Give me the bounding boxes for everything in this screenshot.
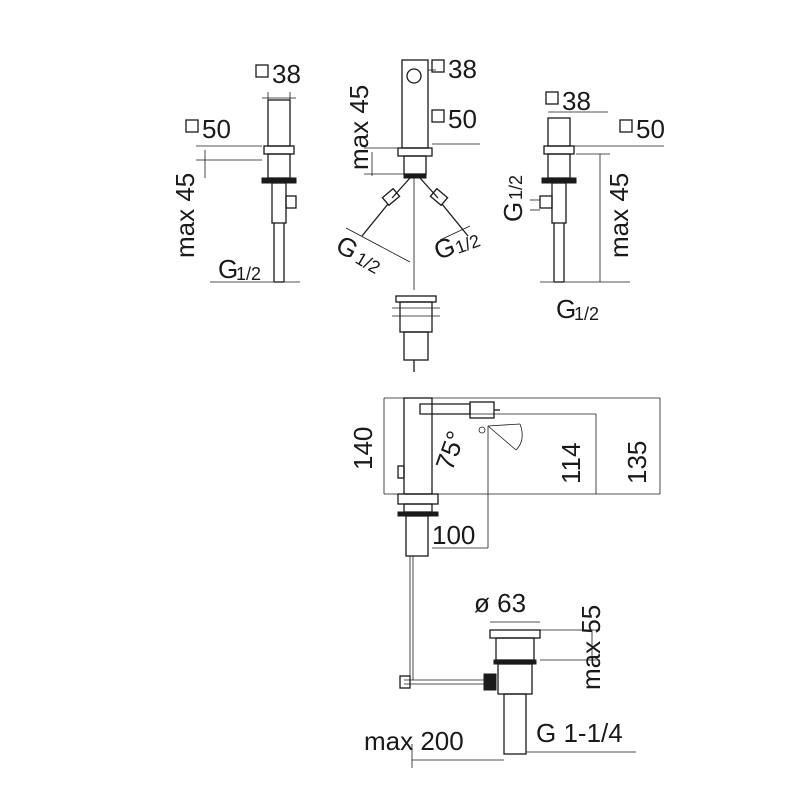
- dim-114: 114: [556, 443, 586, 484]
- dim-v3-g-side-half: 1/2: [506, 175, 526, 200]
- dim-75-angle: 75°: [429, 427, 471, 474]
- dim-v1-sq50: 50: [202, 114, 231, 144]
- dim-d63: ø 63: [474, 588, 526, 618]
- dim-g114: G 1-1/4: [536, 718, 623, 748]
- dim-135: 135: [622, 441, 652, 484]
- dim-140: 140: [348, 427, 378, 470]
- view-side-elevation: 140 114 135 75° 100: [348, 397, 661, 680]
- dim-v3-sq38: 38: [562, 86, 591, 116]
- dim-max55: max 55: [576, 605, 606, 690]
- dim-v2-g-right-half: 1/2: [453, 230, 483, 257]
- dim-max200: max 200: [364, 726, 464, 756]
- dim-v1-sq38: 38: [272, 59, 301, 89]
- dim-v2-max45: max 45: [344, 85, 374, 170]
- dim-v3-sq50: 50: [636, 114, 665, 144]
- dim-v3-g: G: [556, 294, 576, 324]
- view-middle: 38 max 45 50 G 1/2 G 1/2: [331, 54, 483, 372]
- dim-v1-max45: max 45: [170, 173, 200, 258]
- dim-v2-sq50: 50: [448, 104, 477, 134]
- dim-v2-g-right: G: [430, 231, 459, 266]
- dim-v2-g-left-half: 1/2: [352, 248, 384, 278]
- dim-v3-max45: max 45: [604, 173, 634, 258]
- dim-v3-half: 1/2: [574, 304, 599, 324]
- dim-v3-g-side: G: [498, 202, 528, 222]
- view-front-left: 38 50 max 45 G 1/2: [170, 59, 301, 284]
- view-waste: ø 63 max 55 max 200 G 1-1/4: [364, 588, 636, 768]
- dim-100: 100: [432, 520, 475, 550]
- view-side-right: 38 50 G 1/2 max 45 G 1/2: [498, 86, 665, 324]
- dim-v2-sq38: 38: [448, 54, 477, 84]
- dim-v1-g: G: [218, 254, 238, 284]
- dim-v1-half: 1/2: [236, 264, 261, 284]
